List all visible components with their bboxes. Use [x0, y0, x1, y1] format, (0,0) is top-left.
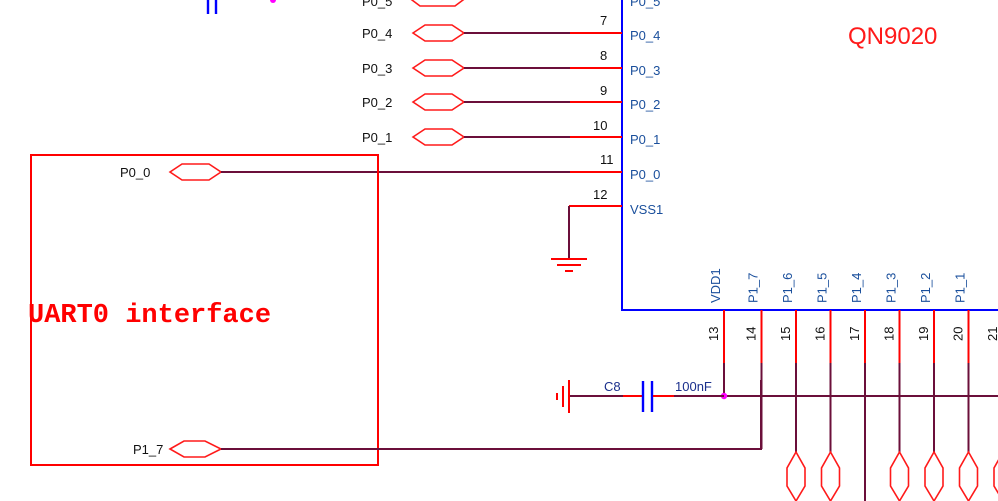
offpage-port-p1-3 [889, 450, 910, 501]
offpage-port-p1-1 [958, 450, 979, 501]
pin-number: 15 [778, 327, 793, 341]
ground-symbol-vss [551, 258, 587, 272]
pin-number: 14 [744, 327, 759, 341]
pin-name: P0_0 [630, 167, 660, 182]
pin-name: P0_1 [630, 132, 660, 147]
pin-name: P1_6 [780, 273, 795, 303]
pin-name: P1_5 [815, 273, 830, 303]
pin-19[interactable]: 19 P1_2 [916, 273, 944, 501]
uart-port-label-p0-0: P0_0 [120, 165, 150, 180]
chip-qn9020[interactable] [621, 0, 998, 311]
pin-name: VDD1 [708, 268, 723, 303]
offpage-port-p1-2 [924, 450, 944, 501]
pin-11[interactable]: 11 P0_0 [168, 152, 660, 182]
pin-number: 12 [593, 187, 607, 202]
offpage-port-p0-0 [168, 163, 223, 181]
pin-number: 7 [600, 13, 607, 28]
pin-name: P1_1 [953, 273, 968, 303]
pin-name-p0-5: P0_5 [630, 0, 660, 9]
offpage-port-p1-7 [168, 440, 223, 458]
offpage-port-p0-4 [411, 24, 466, 42]
pin-number: 13 [706, 327, 721, 341]
pin-18[interactable]: 18 P1_3 [882, 273, 910, 501]
offpage-port-p1-6 [786, 450, 806, 501]
pin-21[interactable]: 21 [985, 310, 998, 501]
pin-number: 10 [593, 118, 607, 133]
pin-13[interactable]: 13 VDD1 [706, 268, 725, 396]
pin-name: P1_2 [918, 273, 933, 303]
ground-symbol-c8 [556, 380, 570, 413]
pin-name: P0_3 [630, 63, 660, 78]
pin-number: 19 [916, 327, 931, 341]
offpage-port-p0-1 [411, 128, 466, 146]
pin-name: P1_3 [884, 273, 899, 303]
chip-title: QN9020 [848, 23, 937, 50]
capacitor-c8[interactable]: C8 100nF [569, 379, 724, 412]
pin-name: VSS1 [630, 202, 663, 217]
pin-number: 8 [600, 48, 607, 63]
net-label-p0-1: P0_1 [362, 130, 392, 145]
pin-8[interactable]: P0_3 8 P0_3 [362, 48, 660, 78]
uart0-interface-block[interactable]: UART0 interface P0_0 P1_7 [28, 154, 379, 466]
capacitor-ref: C8 [604, 379, 621, 394]
pin-20[interactable]: 20 P1_1 [951, 273, 979, 501]
uart-port-label-p1-7: P1_7 [133, 442, 163, 457]
net-label-p0-3: P0_3 [362, 61, 392, 76]
net-label-p0-2: P0_2 [362, 95, 392, 110]
pin-name: P1_4 [849, 273, 864, 303]
pin-name: P1_7 [746, 273, 761, 303]
pin-12[interactable]: 12 VSS1 [568, 187, 663, 259]
pin-10[interactable]: P0_1 10 P0_1 [362, 118, 660, 147]
offpage-port-p1-5 [820, 450, 841, 501]
pin-name: P0_4 [630, 28, 660, 43]
pin-16[interactable]: 16 P1_5 [813, 273, 841, 501]
pin-17[interactable]: 17 P1_4 [847, 273, 866, 501]
pin-number: 20 [951, 327, 966, 341]
offpage-port-pin-21 [993, 459, 998, 495]
pin-15[interactable]: 15 P1_6 [778, 273, 806, 501]
pin-name: P0_2 [630, 97, 660, 112]
net-label-p0-5: P0_5 [362, 0, 392, 9]
net-p0-5[interactable]: P0_5 P0_5 [362, 0, 660, 9]
pin-7[interactable]: P0_4 7 P0_4 [362, 13, 660, 43]
pin-9[interactable]: P0_2 9 P0_2 [362, 83, 660, 112]
pin-number: 21 [985, 327, 998, 341]
offpage-port-p0-3 [411, 59, 466, 77]
net-label-p0-4: P0_4 [362, 26, 392, 41]
pin-number: 11 [600, 152, 614, 167]
top-partial-capacitor [206, 0, 276, 14]
pin-number: 16 [813, 327, 828, 341]
offpage-port-p0-2 [411, 93, 466, 111]
bottom-pins: 13 VDD1 14 P1_7 15 P1_6 16 P1_5 17 P1_4 18 P1_3 19 P1… [706, 268, 998, 501]
capacitor-value: 100nF [675, 379, 712, 394]
pin-number: 18 [882, 327, 897, 341]
offpage-port-p0-5 [410, 0, 465, 7]
uart-block-title: UART0 interface [28, 301, 271, 331]
pin-14[interactable]: 14 P1_7 [744, 273, 763, 449]
pin-number: 17 [847, 327, 862, 341]
pin-number: 9 [600, 83, 607, 98]
